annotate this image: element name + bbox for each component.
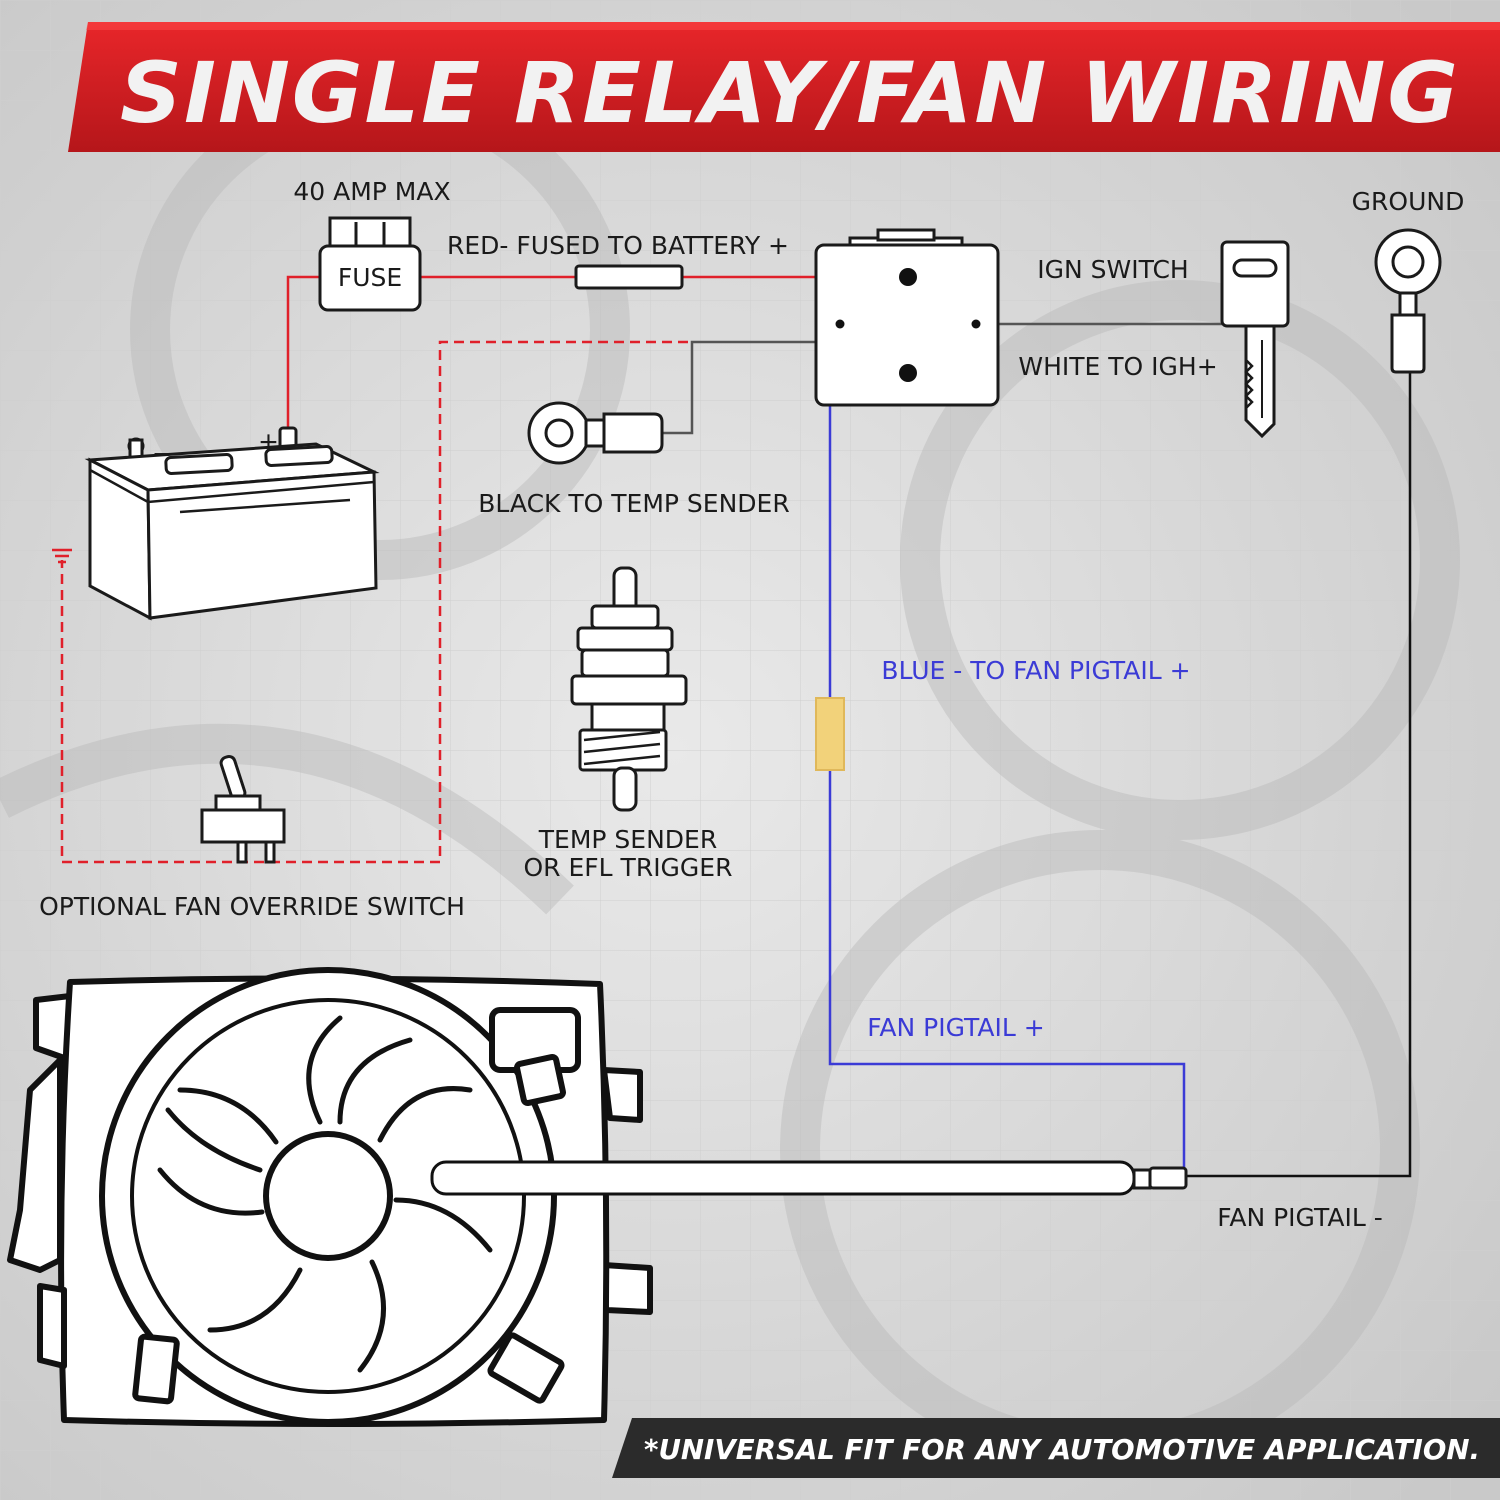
battery-minus-label: − [152,439,173,468]
chassis-ground-symbol [52,548,72,564]
override-dashed-wire [60,340,688,864]
relay-terminal-30 [899,364,917,382]
ground-ring-terminal-icon [1374,228,1442,374]
relay-icon [814,228,1000,407]
relay-terminal-86 [971,319,981,329]
ground-wire [1186,372,1412,1178]
relay-terminal-87 [899,268,917,286]
battery-plus-label: + [258,427,279,456]
ring-terminal-icon [527,401,664,465]
title-banner: SINGLE RELAY/FAN WIRING [68,22,1500,152]
inline-fuse-holder [574,264,684,290]
title: SINGLE RELAY/FAN WIRING [120,44,1460,142]
battery-icon [84,426,380,621]
fuse-icon [318,216,422,312]
temp-sender-label-line1: TEMP SENDER [538,825,717,854]
key-icon [1220,240,1290,439]
black-wire-label: BLACK TO TEMP SENDER [478,489,789,518]
toggle-switch-icon [200,754,286,864]
footer-banner: *UNIVERSAL FIT FOR ANY AUTOMOTIVE APPLIC… [612,1418,1500,1478]
red-wire-label: RED- FUSED TO BATTERY + [447,231,789,260]
ground-label: GROUND [1352,187,1465,216]
footer-text: *UNIVERSAL FIT FOR ANY AUTOMOTIVE APPLIC… [644,1433,1480,1466]
override-switch-label: OPTIONAL FAN OVERRIDE SWITCH [39,892,465,921]
relay-terminal-85 [835,319,845,329]
fuse-label: FUSE [338,263,402,292]
amp-max-label: 40 AMP MAX [293,177,450,206]
temp-sender-label-line2: OR EFL TRIGGER [524,853,733,882]
butt-connector [815,697,845,771]
radiator-fan-icon [7,967,1188,1427]
ign-switch-label: IGN SWITCH [1037,255,1188,284]
fan-pigtail-pos-label: FAN PIGTAIL + [867,1013,1044,1042]
white-wire-label: WHITE TO IGH+ [1018,352,1217,381]
fan-pigtail-neg-label: FAN PIGTAIL - [1217,1203,1382,1232]
blue-wire-label: BLUE - TO FAN PIGTAIL + [881,656,1190,685]
temp-sender-icon [570,566,688,812]
